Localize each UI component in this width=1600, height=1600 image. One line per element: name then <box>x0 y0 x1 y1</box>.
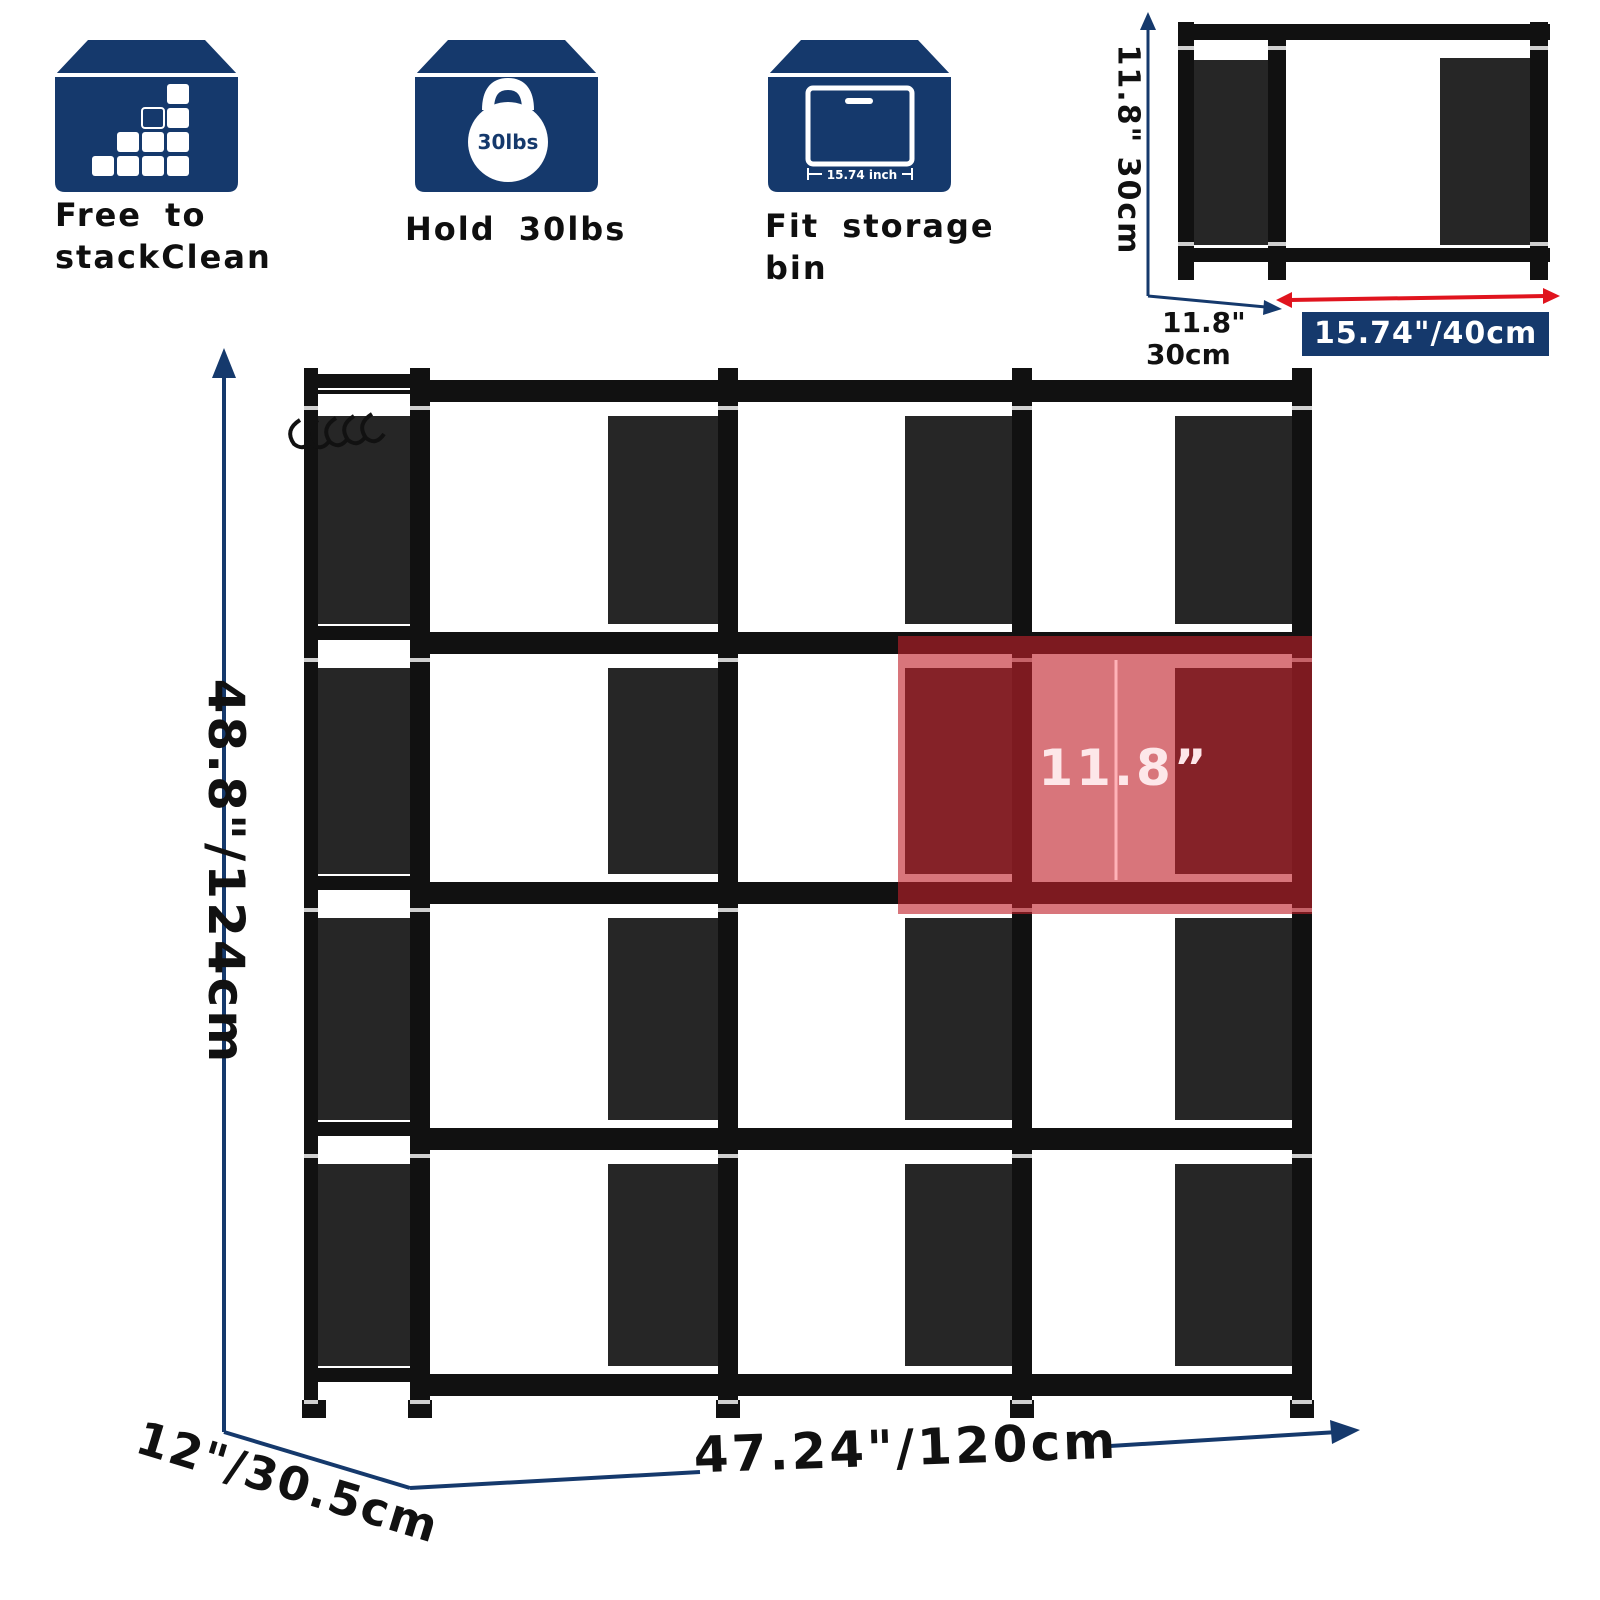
side-panel <box>1175 1164 1292 1366</box>
silver-connector <box>304 908 318 912</box>
side-panel <box>608 416 718 624</box>
side-panel <box>1175 416 1292 624</box>
side-panel <box>318 1164 410 1366</box>
feature-label-weight: Hold 30lbs <box>405 210 627 248</box>
silver-connector <box>718 1154 738 1158</box>
silver-connector <box>718 908 738 912</box>
silver-connector <box>718 1400 738 1404</box>
feature-label-bin: Fit storage bin <box>765 207 995 287</box>
shelf-rail-side <box>304 1368 424 1382</box>
silver-connector <box>410 406 430 410</box>
shelf-rail <box>410 1374 1308 1396</box>
feature-label-stack: Free to stackClean <box>55 196 272 276</box>
side-panel <box>318 668 410 874</box>
bin-width-text: 15.74 inch <box>822 168 902 182</box>
silver-connector <box>1012 406 1032 410</box>
shelf-rail <box>410 1128 1308 1150</box>
single-unit-depth-in: 11.8" <box>1162 306 1246 339</box>
silver-connector <box>1012 1400 1032 1404</box>
single-unit-width-badge: 15.74"/40cm <box>1302 312 1550 356</box>
silver-connector <box>304 1400 318 1404</box>
silver-connector <box>1012 1154 1032 1158</box>
silver-connector <box>410 1400 430 1404</box>
shelf-foot <box>302 1400 326 1418</box>
shelf-rail <box>410 380 1308 402</box>
shelf-post <box>718 368 738 1418</box>
silver-connector <box>718 658 738 662</box>
shelf-post <box>410 368 430 1418</box>
silver-connector <box>718 406 738 410</box>
shelf-rail-side <box>304 374 424 388</box>
side-panel <box>608 668 718 874</box>
hook-rack-icon <box>288 390 410 450</box>
shelf-post <box>304 368 318 1418</box>
side-panel <box>905 416 1012 624</box>
side-panel <box>1175 918 1292 1120</box>
side-panel <box>318 416 410 624</box>
shelf-foot <box>716 1400 740 1418</box>
silver-connector <box>304 406 318 410</box>
silver-connector <box>1292 1400 1312 1404</box>
cube-height-label: 11.8” <box>1038 739 1210 797</box>
side-panel <box>905 918 1012 1120</box>
side-panel <box>318 918 410 1120</box>
silver-connector <box>304 1154 318 1158</box>
side-panel <box>608 1164 718 1366</box>
highlighted-cube <box>898 636 1312 914</box>
shelf-rail-side <box>304 626 424 640</box>
shelf-height-label: 48.8"/124cm <box>197 678 255 1066</box>
single-unit-depth-cm: 30cm <box>1146 338 1231 371</box>
silver-connector <box>1292 406 1312 410</box>
shelf-foot <box>1010 1400 1034 1418</box>
silver-connector <box>410 658 430 662</box>
kettlebell-weight-text: 30lbs <box>477 130 539 154</box>
shelf-foot <box>1290 1400 1314 1418</box>
silver-connector <box>410 1154 430 1158</box>
silver-connector <box>1292 1154 1312 1158</box>
shelf-rail-side <box>304 876 424 890</box>
side-panel <box>608 918 718 1120</box>
shelf-foot <box>408 1400 432 1418</box>
silver-connector <box>304 658 318 662</box>
side-panel <box>905 1164 1012 1366</box>
silver-connector <box>410 908 430 912</box>
shelf-rail-side <box>304 1122 424 1136</box>
